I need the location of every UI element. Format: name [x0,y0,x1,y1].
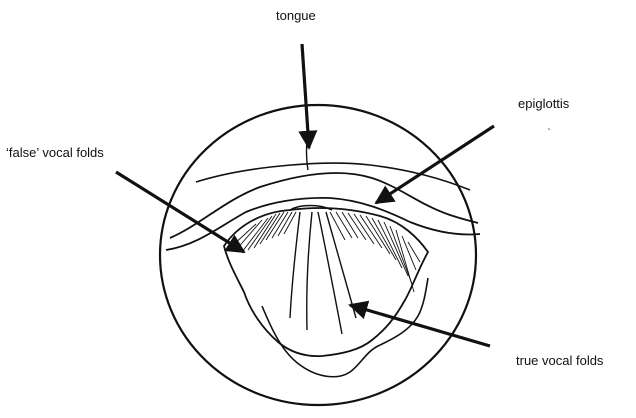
left-fold-shading [232,212,296,252]
true-vocal-folds-label: true vocal folds [516,353,603,369]
epiglottis-lower-edge [166,198,480,250]
right-rim-detail [548,128,550,130]
true-vocal-fold-lines [290,212,356,334]
epiglottis-label: epiglottis [518,96,569,112]
lower-cavity [262,278,428,377]
false-vocal-folds-label: ‘false’ vocal folds [6,145,104,161]
epiglottis-arrow [376,126,494,203]
right-fold-shading [330,212,420,292]
tongue-arrow [302,44,309,148]
tongue-label: tongue [276,8,316,24]
outer-circle [160,105,476,405]
epiglottis-upper-edge [170,173,478,238]
glottis-outline [224,208,428,356]
